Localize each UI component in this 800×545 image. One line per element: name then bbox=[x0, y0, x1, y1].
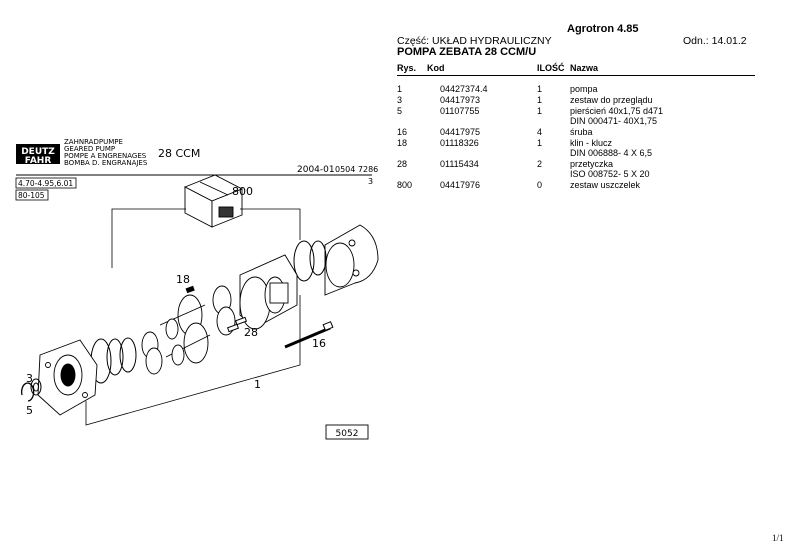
drawing-doc-number: 0504 7286 bbox=[335, 165, 378, 174]
seal-ring-right bbox=[293, 240, 327, 282]
table-cell-kod: 01115434 bbox=[440, 159, 479, 169]
table-cell-nazwa: klin - klucz bbox=[570, 138, 613, 148]
exploded-pump-drawing: DEUTZ FAHR ZAHNRADPUMPE GEARED PUMP POMP… bbox=[15, 138, 379, 440]
logo-text-top: DEUTZ bbox=[21, 147, 55, 157]
table-cell-nazwa: pompa bbox=[570, 84, 598, 94]
callout-16: 16 bbox=[312, 337, 326, 350]
header-divider bbox=[397, 75, 755, 76]
part-group-label: Część: UKŁAD HYDRAULICZNY bbox=[397, 35, 552, 47]
size-label: 28 CCM bbox=[158, 147, 200, 160]
reference-box-text: 5052 bbox=[336, 429, 359, 439]
table-cell-nazwa: pierścień 40x1,75 d471 bbox=[570, 106, 664, 116]
table-cell-nazwa-norm: ISO 008752- 5 X 20 bbox=[570, 169, 650, 179]
rear-cover bbox=[324, 224, 379, 296]
table-cell-nazwa: zestaw do przeglądu bbox=[570, 95, 653, 105]
drawing-sheet: 3 bbox=[368, 177, 373, 186]
table-cell-rys: 16 bbox=[397, 127, 408, 137]
table-cell-ilosc: 1 bbox=[537, 84, 543, 94]
kit-bracket-left bbox=[111, 208, 186, 268]
table-cell-rys: 800 bbox=[397, 180, 413, 190]
name-en: GEARED PUMP bbox=[64, 145, 115, 153]
pump-body bbox=[239, 254, 298, 330]
drawing-date: 2004-01 bbox=[297, 165, 335, 175]
table-cell-kod: 04417976 bbox=[440, 180, 481, 190]
shaft-seal bbox=[30, 378, 42, 396]
callout-5: 5 bbox=[26, 404, 33, 417]
dowel-pins bbox=[226, 316, 248, 333]
bearing-blocks bbox=[141, 285, 236, 375]
deutz-fahr-logo bbox=[16, 144, 60, 164]
logo-text-bottom: FAHR bbox=[25, 156, 52, 166]
name-es: BOMBA D. ENGRANAJES bbox=[64, 159, 148, 167]
table-cell-rys: 5 bbox=[397, 106, 403, 116]
reference-number: Odn.: 14.01.2 bbox=[683, 35, 747, 47]
callout-18: 18 bbox=[176, 273, 190, 286]
callout-1: 1 bbox=[254, 378, 261, 391]
table-cell-ilosc: 0 bbox=[537, 180, 543, 190]
model-title: Agrotron 4.85 bbox=[567, 23, 639, 35]
table-cell-ilosc: 1 bbox=[537, 138, 543, 148]
table-cell-ilosc: 1 bbox=[537, 95, 543, 105]
front-flange bbox=[37, 339, 98, 416]
callout-3: 3 bbox=[26, 372, 33, 385]
table-cell-nazwa: zestaw uszczelek bbox=[570, 180, 641, 190]
table-cell-ilosc: 4 bbox=[537, 127, 543, 137]
reference-box bbox=[325, 424, 369, 440]
bolt bbox=[284, 321, 334, 349]
table-cell-rys: 1 bbox=[397, 84, 403, 94]
callout-28: 28 bbox=[244, 326, 258, 339]
table-cell-kod: 01118326 bbox=[440, 138, 479, 148]
gears bbox=[159, 294, 211, 366]
table-cell-ilosc: 2 bbox=[537, 159, 543, 169]
range-box-1 bbox=[15, 177, 77, 189]
table-cell-rys: 3 bbox=[397, 95, 403, 105]
table-cell-nazwa-norm: DIN 006888- 4 X 6,5 bbox=[570, 148, 653, 158]
table-cell-kod: 04427374.4 bbox=[440, 84, 488, 94]
table-cell-nazwa-norm: DIN 000471- 40X1,75 bbox=[570, 116, 658, 126]
range-text-1: 4.70-4.95,6.01 bbox=[18, 179, 73, 188]
name-fr: POMPE A ENGRENAGES bbox=[64, 152, 147, 160]
seal-kit-box bbox=[183, 174, 244, 228]
assembly-title: POMPA ZEBATA 28 CCM/U bbox=[397, 46, 537, 58]
circlip bbox=[21, 382, 35, 402]
column-header-nazwa: Nazwa bbox=[570, 63, 599, 73]
table-cell-ilosc: 1 bbox=[537, 106, 543, 116]
table-cell-kod: 04417973 bbox=[440, 95, 481, 105]
range-text-2: 80-105 bbox=[18, 191, 45, 200]
column-header-rys: Rys. bbox=[397, 63, 417, 73]
table-cell-nazwa: śruba bbox=[570, 127, 593, 137]
table-cell-nazwa: przetyczka bbox=[570, 159, 614, 169]
drawing-title-block: DEUTZ FAHR ZAHNRADPUMPE GEARED PUMP POMP… bbox=[15, 138, 378, 201]
name-de: ZAHNRADPUMPE bbox=[64, 138, 123, 146]
table-cell-rys: 18 bbox=[397, 138, 408, 148]
table-cell-kod: 01107755 bbox=[440, 106, 480, 116]
key-part bbox=[185, 285, 195, 294]
assembly-bracket bbox=[85, 295, 301, 426]
kit-bracket-right bbox=[240, 208, 301, 240]
page-number: 1/1 bbox=[772, 533, 784, 543]
table-cell-rys: 28 bbox=[397, 159, 408, 169]
callout-800: 800 bbox=[232, 185, 253, 198]
column-header-kod: Kod bbox=[427, 63, 445, 73]
table-cell-kod: 04417975 bbox=[440, 127, 481, 137]
seal-ring-left bbox=[90, 337, 137, 384]
range-box-2 bbox=[15, 189, 49, 201]
column-header-ilosc: ILOŚĆ bbox=[537, 63, 565, 73]
